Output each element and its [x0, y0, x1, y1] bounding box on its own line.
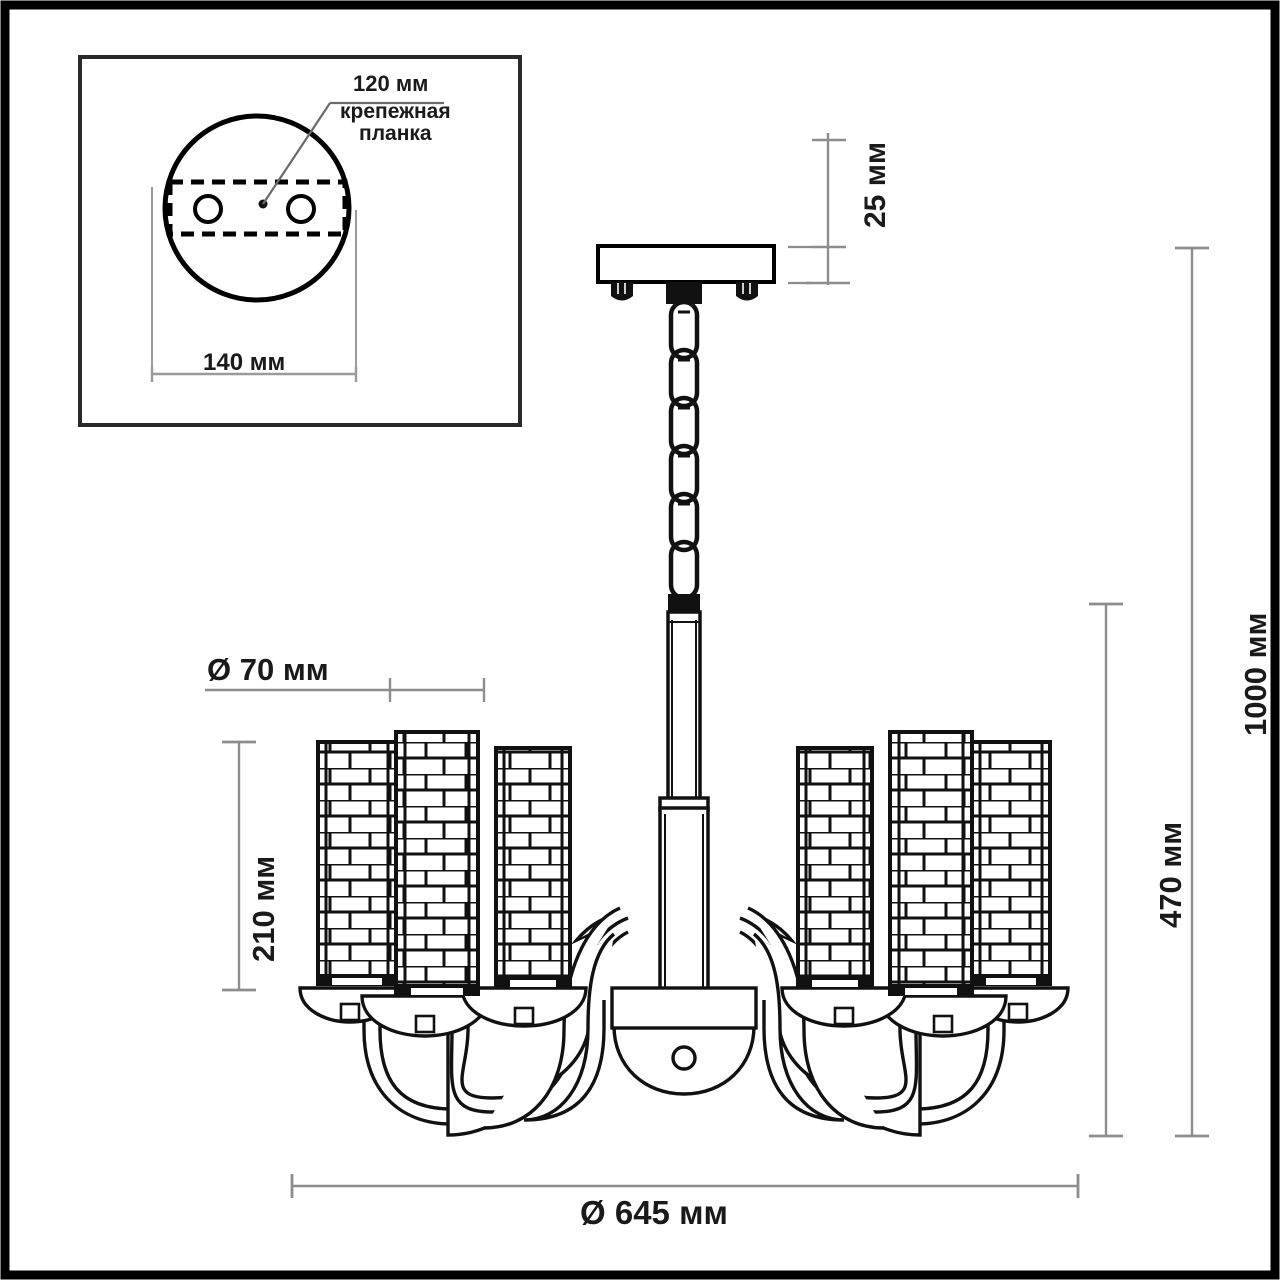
dimension-470mm — [1089, 602, 1123, 1138]
chain-hanger — [666, 282, 702, 304]
bobeche — [460, 986, 588, 1028]
label-bracket-width: 120 мм — [353, 71, 429, 96]
canopy-circle — [162, 113, 352, 303]
canopy-screw — [736, 282, 758, 301]
label-shade-height: 210 мм — [246, 855, 281, 962]
screw-hole — [193, 194, 223, 224]
callout-leader — [258, 101, 444, 209]
label-total-height: 1000 мм — [1238, 612, 1273, 736]
bobeche — [878, 994, 1008, 1038]
ceiling-canopy — [596, 244, 776, 304]
screw-hole — [286, 194, 316, 224]
hub-finial — [671, 1045, 697, 1071]
bobeche — [780, 986, 908, 1028]
bracket-label-line2: планка — [359, 122, 432, 146]
bracket-label-line1: крепежная — [340, 100, 451, 123]
label-canopy-height: 25 мм — [859, 141, 892, 228]
shade — [316, 740, 398, 986]
suspension-chain — [668, 299, 700, 601]
dimension-210mm — [222, 740, 256, 992]
bobeche — [360, 994, 490, 1038]
shade — [796, 746, 874, 988]
central-stem — [658, 610, 710, 1000]
dimension-140mm — [150, 187, 358, 382]
mounting-bracket-dashed — [167, 179, 348, 237]
canopy-screw — [611, 282, 633, 301]
label-canopy-diameter: 140 мм — [203, 349, 286, 376]
label-fixture-diameter: Ø 645 мм — [580, 1194, 728, 1231]
arm — [752, 932, 845, 1122]
central-hub — [610, 986, 758, 1096]
dimension-25mm — [788, 133, 850, 285]
label-mounting-bracket: крепежная планка — [340, 100, 451, 146]
dimension-d70mm — [205, 678, 486, 702]
dimension-1000mm — [1175, 246, 1209, 1138]
label-shade-diameter: Ø 70 мм — [207, 652, 329, 687]
arm — [523, 932, 616, 1122]
chain-bottom-cap — [668, 594, 700, 614]
shade — [494, 746, 572, 988]
label-fixture-height: 470 мм — [1153, 821, 1188, 928]
dimension-d645mm — [290, 1174, 1080, 1198]
shade — [970, 740, 1052, 986]
inset-ceiling-plate-detail — [78, 55, 522, 427]
bobeche-plates — [298, 986, 1070, 1038]
shade — [888, 730, 974, 996]
shade — [394, 730, 480, 996]
